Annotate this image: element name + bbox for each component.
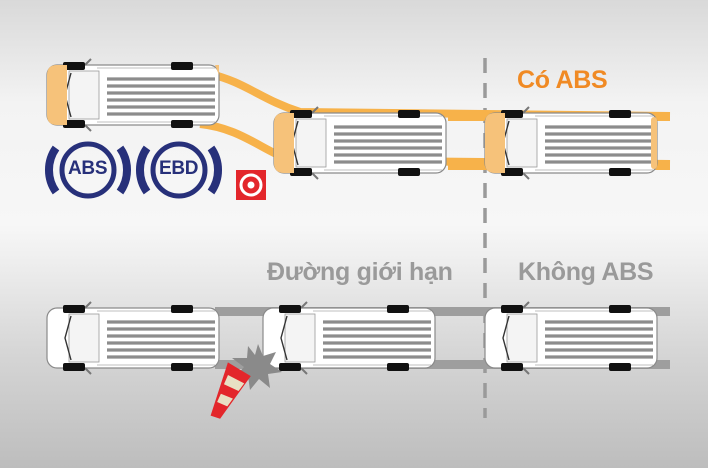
traffic-cone-icon xyxy=(210,362,251,419)
van-with-abs-middle xyxy=(272,105,448,181)
with-abs-label: Có ABS xyxy=(517,66,608,94)
gray-tracks xyxy=(215,307,670,369)
ebd-badge-label: EBD xyxy=(159,158,199,179)
van-without-abs-end xyxy=(483,300,659,376)
van-with-abs-end xyxy=(483,105,659,181)
collision-burst-icon xyxy=(232,344,282,390)
abs-badge-icon xyxy=(44,141,132,199)
van-with-abs-start xyxy=(45,57,221,133)
abs-badge-label: ABS xyxy=(68,158,108,179)
van-without-abs-middle xyxy=(261,300,437,376)
target-icon xyxy=(236,170,266,200)
ebd-badge-icon xyxy=(135,141,223,199)
without-abs-label: Không ABS xyxy=(518,258,654,286)
van-without-abs-start xyxy=(45,300,221,376)
limit-line-label: Đường giới hạn xyxy=(267,258,453,286)
